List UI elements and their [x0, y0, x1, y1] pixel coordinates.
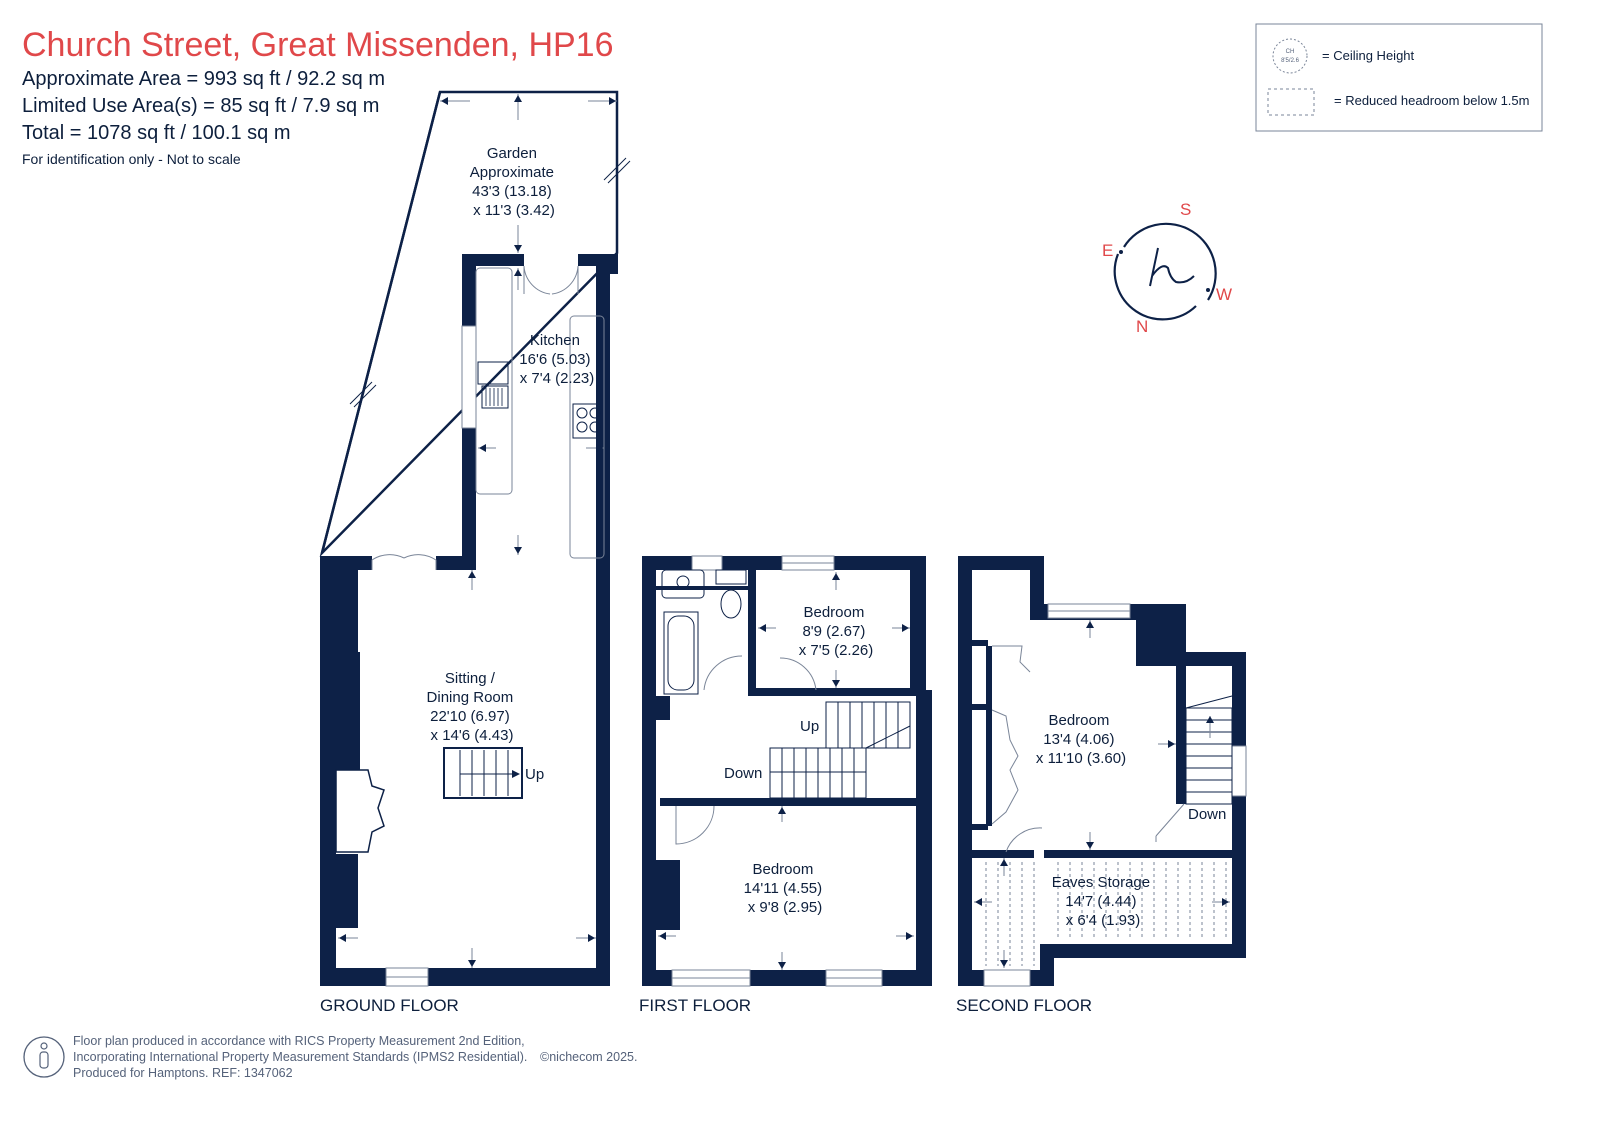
total-area: Total = 1078 sq ft / 100.1 sq m: [22, 122, 291, 144]
ground-floor-label: GROUND FLOOR: [320, 996, 459, 1015]
first-floor-label: FIRST FLOOR: [639, 996, 751, 1015]
ground-stairs-up: Up: [525, 766, 544, 783]
reduced-headroom-swatch: [1267, 88, 1315, 116]
footer-line-1: Floor plan produced in accordance with R…: [73, 1034, 525, 1048]
compass-n: N: [1136, 317, 1148, 336]
identification-note: For identification only - Not to scale: [22, 151, 241, 167]
legend: CH 8'5/2.6 = Ceiling Height = Reduced he…: [1255, 23, 1543, 132]
compass: S E W N: [1102, 200, 1232, 336]
second-stairs-down: Down: [1188, 806, 1226, 823]
footer-line-2: Incorporating International Property Mea…: [73, 1050, 527, 1064]
second-floor: Bedroom 13'4 (4.06) x 11'10 (3.60) Eaves…: [956, 556, 1247, 1015]
logo-h-icon: [1149, 247, 1195, 287]
ceiling-height-icon: [1272, 38, 1308, 74]
drainer-icon: [481, 385, 509, 409]
first-stairs-down: Down: [724, 765, 762, 782]
second-bedroom-label: Bedroom 13'4 (4.06) x 11'10 (3.60): [1036, 712, 1126, 767]
sink-icon: [477, 361, 509, 385]
compass-w: W: [1216, 285, 1232, 304]
info-icon: [23, 1036, 65, 1078]
ceiling-icon-sub: 8'5/2.6: [1281, 58, 1299, 64]
footer: Floor plan produced in accordance with R…: [23, 1034, 637, 1080]
sitting-dining-label: Sitting / Dining Room 22'10 (6.97) x 14'…: [427, 670, 518, 744]
first-bedroom-small-label: Bedroom 8'9 (2.67) x 7'5 (2.26): [799, 604, 874, 659]
eaves-reduced-headroom: [985, 862, 1227, 966]
page-title: Church Street, Great Missenden, HP16: [22, 26, 614, 64]
bath-icon: [663, 611, 699, 695]
eaves-storage-label: Eaves Storage 14'7 (4.44) x 6'4 (1.93): [1052, 874, 1155, 929]
ceiling-icon-label: CH: [1286, 49, 1295, 55]
second-floor-label: SECOND FLOOR: [956, 996, 1092, 1015]
toilet-icon: [715, 569, 747, 585]
approximate-area: Approximate Area = 993 sq ft / 92.2 sq m: [22, 68, 385, 90]
basin-icon: [661, 569, 705, 599]
hob-icon: [572, 403, 604, 439]
legend-ceiling-height: = Ceiling Height: [1322, 48, 1415, 63]
compass-s: S: [1180, 200, 1191, 219]
ground-floor: Garden Approximate 43'3 (13.18) x 11'3 (…: [319, 90, 631, 1015]
first-stairs-up: Up: [800, 718, 819, 735]
limited-use-area: Limited Use Area(s) = 85 sq ft / 7.9 sq …: [22, 95, 379, 117]
garden-label: Garden Approximate 43'3 (13.18) x 11'3 (…: [470, 145, 558, 219]
kitchen-label: Kitchen 16'6 (5.03) x 7'4 (2.23): [519, 332, 594, 387]
footer-copyright: ©nichecom 2025.: [540, 1050, 637, 1064]
compass-e: E: [1102, 241, 1113, 260]
legend-reduced-headroom: = Reduced headroom below 1.5m: [1334, 93, 1529, 108]
first-bedroom-large-label: Bedroom 14'11 (4.55) x 9'8 (2.95): [744, 861, 827, 916]
footer-line-3: Produced for Hamptons. REF: 1347062: [73, 1066, 293, 1080]
first-floor: Bedroom 8'9 (2.67) x 7'5 (2.26) Bedroom …: [639, 555, 932, 1015]
